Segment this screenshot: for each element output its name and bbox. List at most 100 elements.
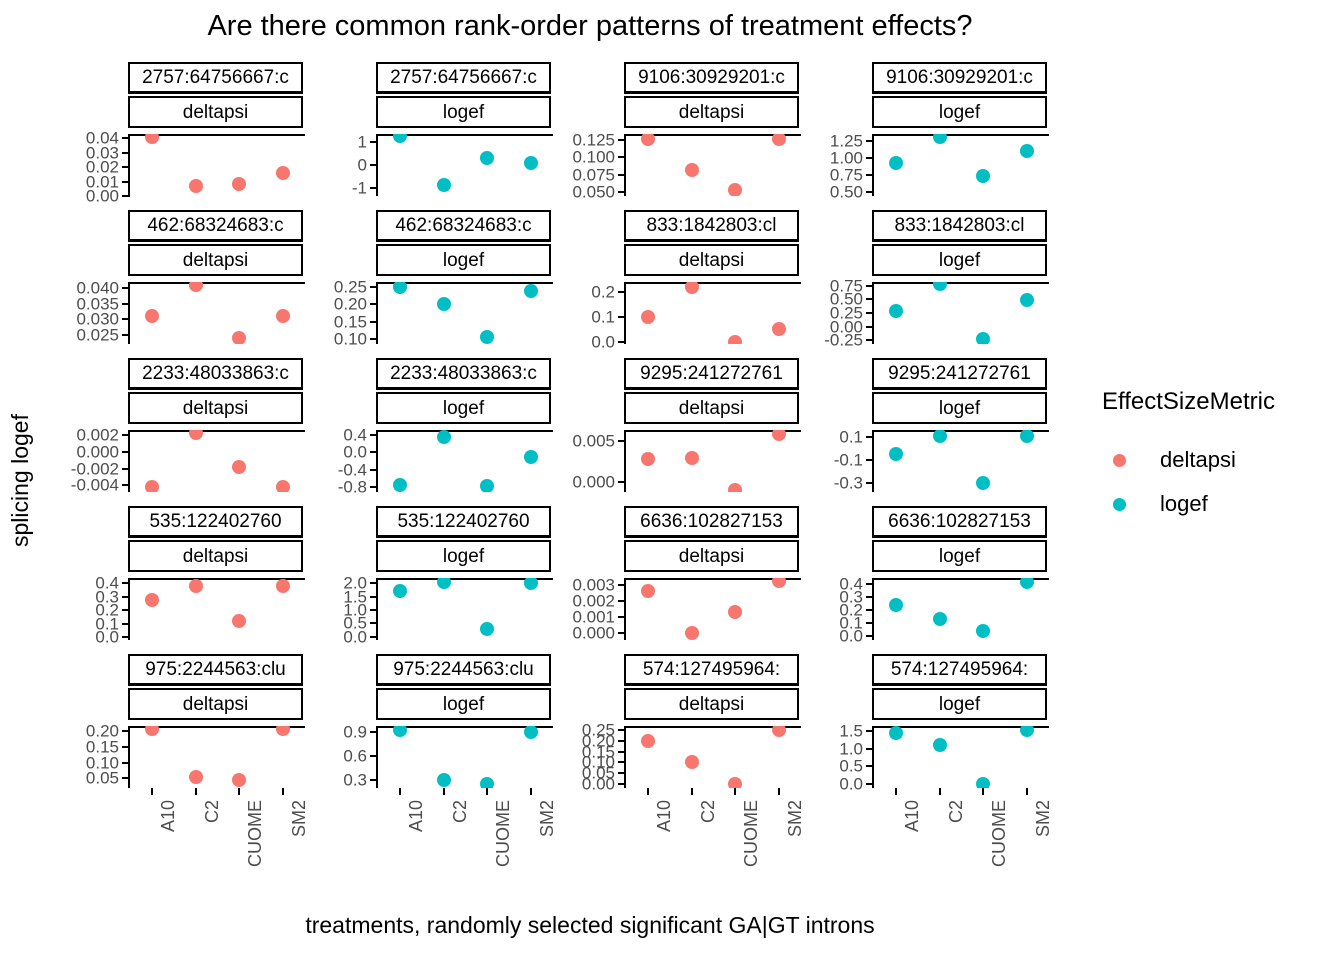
y-tick-label: 0.05 bbox=[85, 768, 119, 788]
data-point bbox=[436, 578, 451, 589]
y-tick-label: 1.5 bbox=[343, 587, 367, 607]
data-point bbox=[436, 177, 451, 192]
y-tick-label: 0.20 bbox=[581, 731, 615, 751]
data-point bbox=[772, 322, 787, 337]
x-tick-label: A10 bbox=[157, 800, 178, 833]
panel-top-rule bbox=[130, 282, 305, 284]
panel-top-rule bbox=[378, 282, 553, 284]
points-layer bbox=[626, 134, 801, 196]
y-axis-title-text: splicing logef bbox=[6, 413, 33, 547]
facet-strip-intron: 462:68324683:c bbox=[128, 210, 303, 242]
y-tick-mark bbox=[866, 747, 874, 750]
y-tick-mark bbox=[618, 139, 626, 142]
y-tick-mark bbox=[618, 340, 626, 343]
y-tick-mark bbox=[618, 290, 626, 293]
data-point bbox=[392, 134, 407, 144]
data-point bbox=[1020, 144, 1035, 159]
panel-top-rule bbox=[874, 282, 1049, 284]
x-tick-label: SM2 bbox=[785, 800, 806, 838]
points-layer bbox=[378, 282, 553, 344]
data-point bbox=[932, 738, 947, 753]
y-tick-mark bbox=[866, 782, 874, 785]
y-tick-mark bbox=[866, 609, 874, 612]
y-tick-label: 0.25 bbox=[581, 720, 615, 740]
y-tick-label: 0.20 bbox=[333, 294, 367, 314]
y-tick-mark bbox=[122, 166, 130, 169]
panel-top-rule bbox=[130, 578, 305, 580]
data-point bbox=[684, 162, 699, 177]
points-layer bbox=[378, 430, 553, 492]
y-tick-label: 0.02 bbox=[85, 157, 119, 177]
panel-top-rule bbox=[130, 430, 305, 432]
panel-top-rule bbox=[874, 578, 1049, 580]
y-tick-label: 0.6 bbox=[343, 746, 367, 766]
facet-strip-intron: 833:1842803:cl bbox=[872, 210, 1047, 242]
y-tick-mark bbox=[618, 190, 626, 193]
y-tick-label: 0.4 bbox=[95, 573, 119, 593]
y-tick-label: 0.0 bbox=[591, 332, 615, 352]
data-point bbox=[276, 726, 291, 737]
y-tick-mark bbox=[122, 434, 130, 437]
points-layer bbox=[874, 578, 1049, 640]
y-tick-mark bbox=[618, 729, 626, 732]
y-tick-mark bbox=[866, 298, 874, 301]
y-tick-mark bbox=[866, 481, 874, 484]
y-tick-mark bbox=[370, 731, 378, 734]
y-tick-mark bbox=[866, 458, 874, 461]
y-tick-label: 0.0 bbox=[839, 626, 863, 646]
x-tick-mark bbox=[530, 788, 533, 795]
legend-dot-icon bbox=[1112, 453, 1126, 467]
y-tick-mark bbox=[866, 765, 874, 768]
y-tick-label: -0.8 bbox=[337, 477, 367, 497]
y-tick-label: 0.10 bbox=[333, 329, 367, 349]
y-tick-mark bbox=[370, 622, 378, 625]
points-layer bbox=[626, 430, 801, 492]
points-layer bbox=[130, 282, 305, 344]
y-tick-mark bbox=[122, 582, 130, 585]
panel-top-rule bbox=[874, 134, 1049, 136]
y-tick-mark bbox=[866, 173, 874, 176]
y-tick-mark bbox=[866, 730, 874, 733]
y-tick-mark bbox=[866, 312, 874, 314]
y-tick-label: 0.20 bbox=[85, 721, 119, 741]
facet-strip-intron: 462:68324683:c bbox=[376, 210, 551, 242]
y-tick-label: 2.0 bbox=[343, 573, 367, 593]
facet-strip-metric: deltapsi bbox=[128, 392, 303, 424]
y-tick-mark bbox=[370, 582, 378, 585]
x-tick-mark bbox=[690, 788, 693, 795]
y-tick-label: 1.0 bbox=[343, 600, 367, 620]
y-tick-label: 0.15 bbox=[85, 737, 119, 757]
y-tick-label: -0.25 bbox=[824, 330, 863, 350]
points-layer bbox=[378, 578, 553, 640]
data-point bbox=[932, 134, 947, 145]
data-point bbox=[188, 282, 203, 293]
y-tick-label: 0.00 bbox=[85, 186, 119, 206]
legend-item-deltapsi[interactable]: deltapsi bbox=[1102, 438, 1342, 482]
y-tick-mark bbox=[370, 337, 378, 340]
legend-title: EffectSizeMetric bbox=[1102, 388, 1275, 415]
y-tick-mark bbox=[122, 484, 130, 487]
y-tick-label: 0.00 bbox=[829, 317, 863, 337]
facet-strip-metric: deltapsi bbox=[624, 96, 799, 128]
data-point bbox=[772, 134, 787, 146]
y-tick-mark bbox=[866, 583, 874, 586]
y-tick-label: 1 bbox=[357, 132, 367, 152]
legend-item-logef[interactable]: logef bbox=[1102, 482, 1342, 526]
x-tick-mark bbox=[238, 788, 241, 795]
